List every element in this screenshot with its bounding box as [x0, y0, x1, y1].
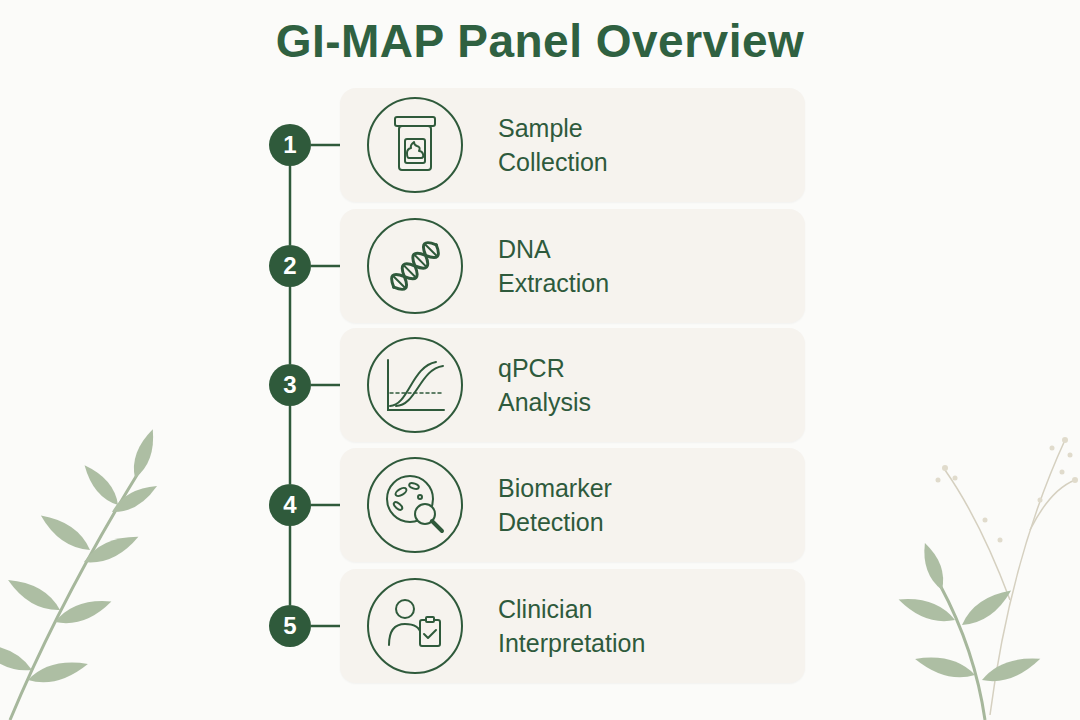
diagram-title: GI-MAP Panel Overview [0, 14, 1080, 68]
branch-stem [1030, 480, 1075, 530]
bud [1050, 446, 1055, 451]
leaf [81, 529, 142, 569]
leaf [109, 480, 161, 518]
step-number: 1 [283, 133, 296, 157]
branch-stem [945, 470, 1010, 600]
connector-line [311, 384, 340, 387]
connector-line [311, 144, 340, 147]
step-number-circle: 2 [269, 245, 311, 287]
connector-line [311, 265, 340, 268]
leaf [4, 573, 64, 617]
step-number-circle: 1 [269, 124, 311, 166]
leaf [36, 509, 94, 557]
connector-line [311, 625, 340, 628]
leaf [918, 541, 948, 593]
left-branch [0, 427, 161, 720]
step-card: Sample Collection [340, 88, 805, 202]
step-card: DNA Extraction [340, 209, 805, 323]
leaf [913, 651, 977, 683]
leaf [0, 637, 35, 678]
bud [983, 518, 988, 523]
bud [942, 465, 948, 471]
step-label: qPCR Analysis [498, 351, 591, 419]
bud [953, 476, 958, 481]
bud [936, 478, 941, 483]
connector-line [311, 504, 340, 507]
connector-line [289, 287, 292, 364]
leaf-group [896, 541, 1043, 688]
step-card: qPCR Analysis [340, 328, 805, 442]
right-branch [896, 437, 1078, 720]
step-label: Biomarker Detection [498, 471, 612, 539]
connector-line [289, 526, 292, 605]
leaf [52, 594, 114, 630]
step-number: 4 [283, 493, 296, 517]
leaf [957, 584, 1015, 632]
flower-buds [936, 437, 1079, 543]
step-label: Clinician Interpretation [498, 592, 645, 660]
leaf [128, 427, 159, 481]
step-card: Biomarker Detection [340, 448, 805, 562]
step-number: 2 [283, 254, 296, 278]
leaf [26, 656, 90, 688]
leaf [79, 461, 123, 510]
step-card: Clinician Interpretation [340, 569, 805, 683]
leaf [979, 651, 1043, 687]
bud [1060, 470, 1065, 475]
step-number-circle: 5 [269, 605, 311, 647]
step-number: 5 [283, 614, 296, 638]
bud [1062, 437, 1068, 443]
step-label: Sample Collection [498, 111, 608, 179]
leaf [896, 592, 958, 628]
bud [1038, 498, 1043, 503]
step-number-circle: 3 [269, 364, 311, 406]
connector-line [289, 406, 292, 484]
bud [998, 538, 1003, 543]
step-number: 3 [283, 373, 296, 397]
step-label: DNA Extraction [498, 232, 609, 300]
step-number-circle: 4 [269, 484, 311, 526]
bud [1072, 477, 1078, 483]
bud [1068, 453, 1073, 458]
connector-line [289, 166, 292, 245]
